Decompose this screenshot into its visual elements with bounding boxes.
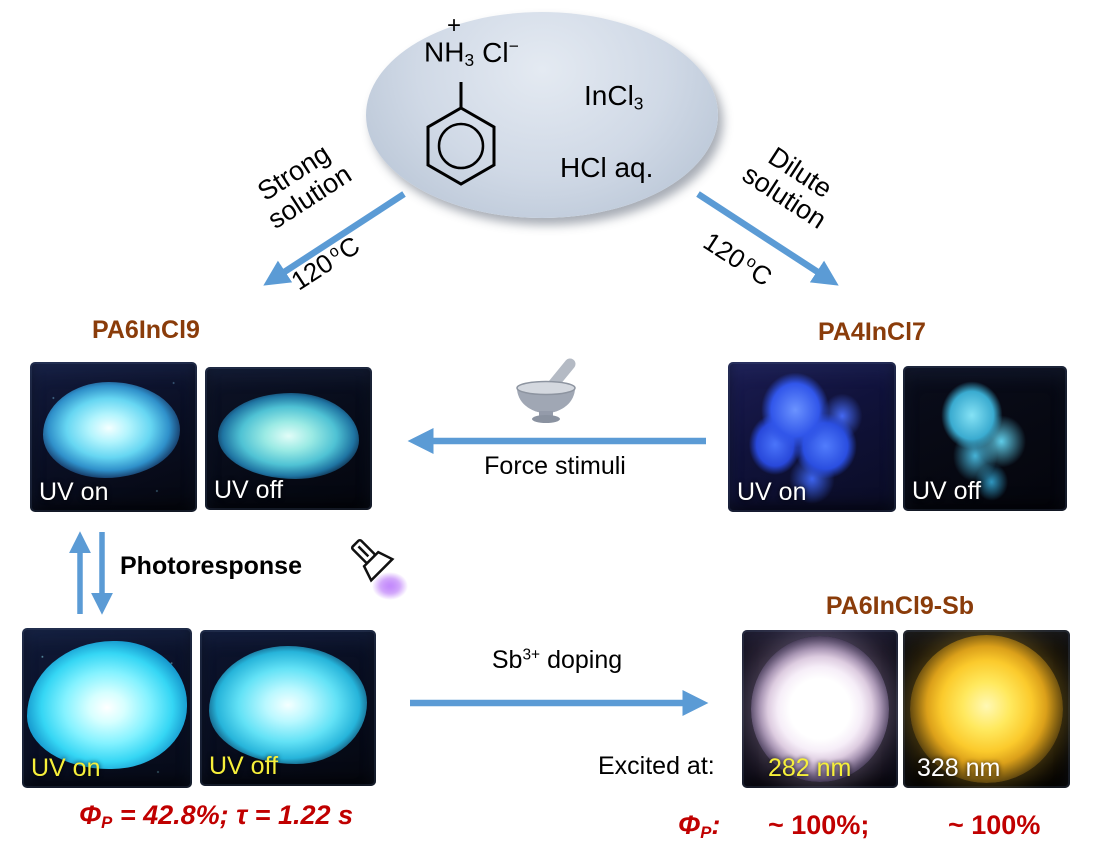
luminescent-powder-blob (218, 392, 359, 479)
flashlight-body (350, 538, 395, 583)
mortar-base (532, 415, 560, 423)
caption-uv-off: UV off (209, 752, 279, 780)
reactant-ellipse (366, 12, 718, 218)
photo-pa4incl7-uv-off: UV off (903, 366, 1067, 511)
photo-photoresponse-uv-off: UV off (200, 630, 376, 786)
photoresponse-label: Photoresponse (120, 552, 302, 580)
strong-solution-arrow (263, 191, 406, 286)
photo-pa6incl9-uv-on: UV on (30, 362, 197, 512)
luminescent-powder-blob (43, 381, 181, 478)
caption-282nm: 282 nm (768, 754, 852, 782)
benzene-hexagon (426, 106, 496, 186)
luminescent-crystal-blob (903, 366, 1067, 511)
luminescent-powder-blob (208, 645, 368, 765)
caption-uv-on: UV on (31, 754, 101, 782)
reagent-incl3: InCl3 (584, 80, 643, 114)
colon: : (711, 810, 721, 840)
mortar-pestle-icon (516, 358, 576, 423)
quantum-yield-lifetime-left: ΦP = 42.8%; τ = 1.22 s (42, 800, 390, 833)
formula-nh: NH (424, 36, 465, 68)
photo-pa6incl9-sb-328nm: 328 nm (903, 630, 1070, 788)
photoresponse-reversible-arrows (69, 531, 113, 615)
incl-text: InCl (584, 80, 634, 111)
phi-subscript: P (700, 823, 712, 843)
uv-beam-glow (372, 572, 408, 600)
luminescent-crystal-blob (728, 362, 896, 512)
product-label-pa6incl9-sb: PA6InCl9-Sb (825, 592, 975, 620)
formula-cl: Cl (482, 36, 509, 68)
sb-doping-arrow (410, 690, 709, 716)
phi-symbol: Φ (678, 810, 701, 840)
formula-cl-charge: − (508, 36, 519, 56)
doping-charge: 3+ (522, 646, 541, 664)
excited-at-label: Excited at: (598, 752, 715, 780)
dilute-solution-arrow (696, 191, 839, 286)
mortar-rim (516, 380, 576, 396)
metric-values: = 42.8%; τ = 1.22 s (112, 800, 354, 830)
quantum-yield-282-value: ~ 100%; (768, 810, 870, 840)
aromatic-circle (437, 122, 485, 170)
formula-nh-sub: 3 (464, 49, 475, 70)
force-stimuli-arrow (407, 428, 706, 454)
photo-pa6incl9-sb-282nm: 282 nm (742, 630, 898, 788)
mortar-stem (539, 411, 553, 418)
force-stimuli-label: Force stimuli (484, 452, 626, 480)
sb-doping-label: Sb3+ doping (440, 646, 674, 675)
caption-uv-on: UV on (737, 478, 807, 506)
ammonium-plus-charge: + (447, 12, 462, 39)
yellow-powder-dish (909, 634, 1064, 784)
quantum-yield-right-symbol: ΦP: (678, 810, 720, 843)
product-label-pa4incl7: PA4InCl7 (818, 318, 926, 346)
caption-328nm: 328 nm (917, 754, 1001, 782)
photo-pa6incl9-uv-off: UV off (205, 367, 372, 510)
product-label-pa6incl9: PA6InCl9 (92, 316, 200, 344)
photo-photoresponse-uv-on: UV on (22, 628, 192, 788)
luminescent-powder-blob (27, 640, 187, 769)
phi-subscript: P (101, 813, 113, 833)
anilinium-chloride-formula: NH3 Cl− (424, 36, 519, 71)
phi-symbol: Φ (78, 800, 102, 830)
caption-uv-off: UV off (912, 477, 982, 505)
uv-flashlight-icon (350, 538, 408, 600)
white-powder-dish (751, 636, 889, 782)
incl-sub: 3 (633, 93, 644, 114)
photo-pa4incl7-uv-on: UV on (728, 362, 896, 512)
benzene-ring-structure (426, 82, 496, 186)
caption-uv-off: UV off (214, 476, 284, 504)
caption-uv-on: UV on (39, 478, 109, 506)
doping-word: doping (540, 646, 623, 674)
doping-element: Sb (491, 646, 523, 674)
reagent-hcl-aq: HCl aq. (560, 152, 654, 183)
quantum-yield-328-value: ~ 100% (948, 810, 1041, 840)
